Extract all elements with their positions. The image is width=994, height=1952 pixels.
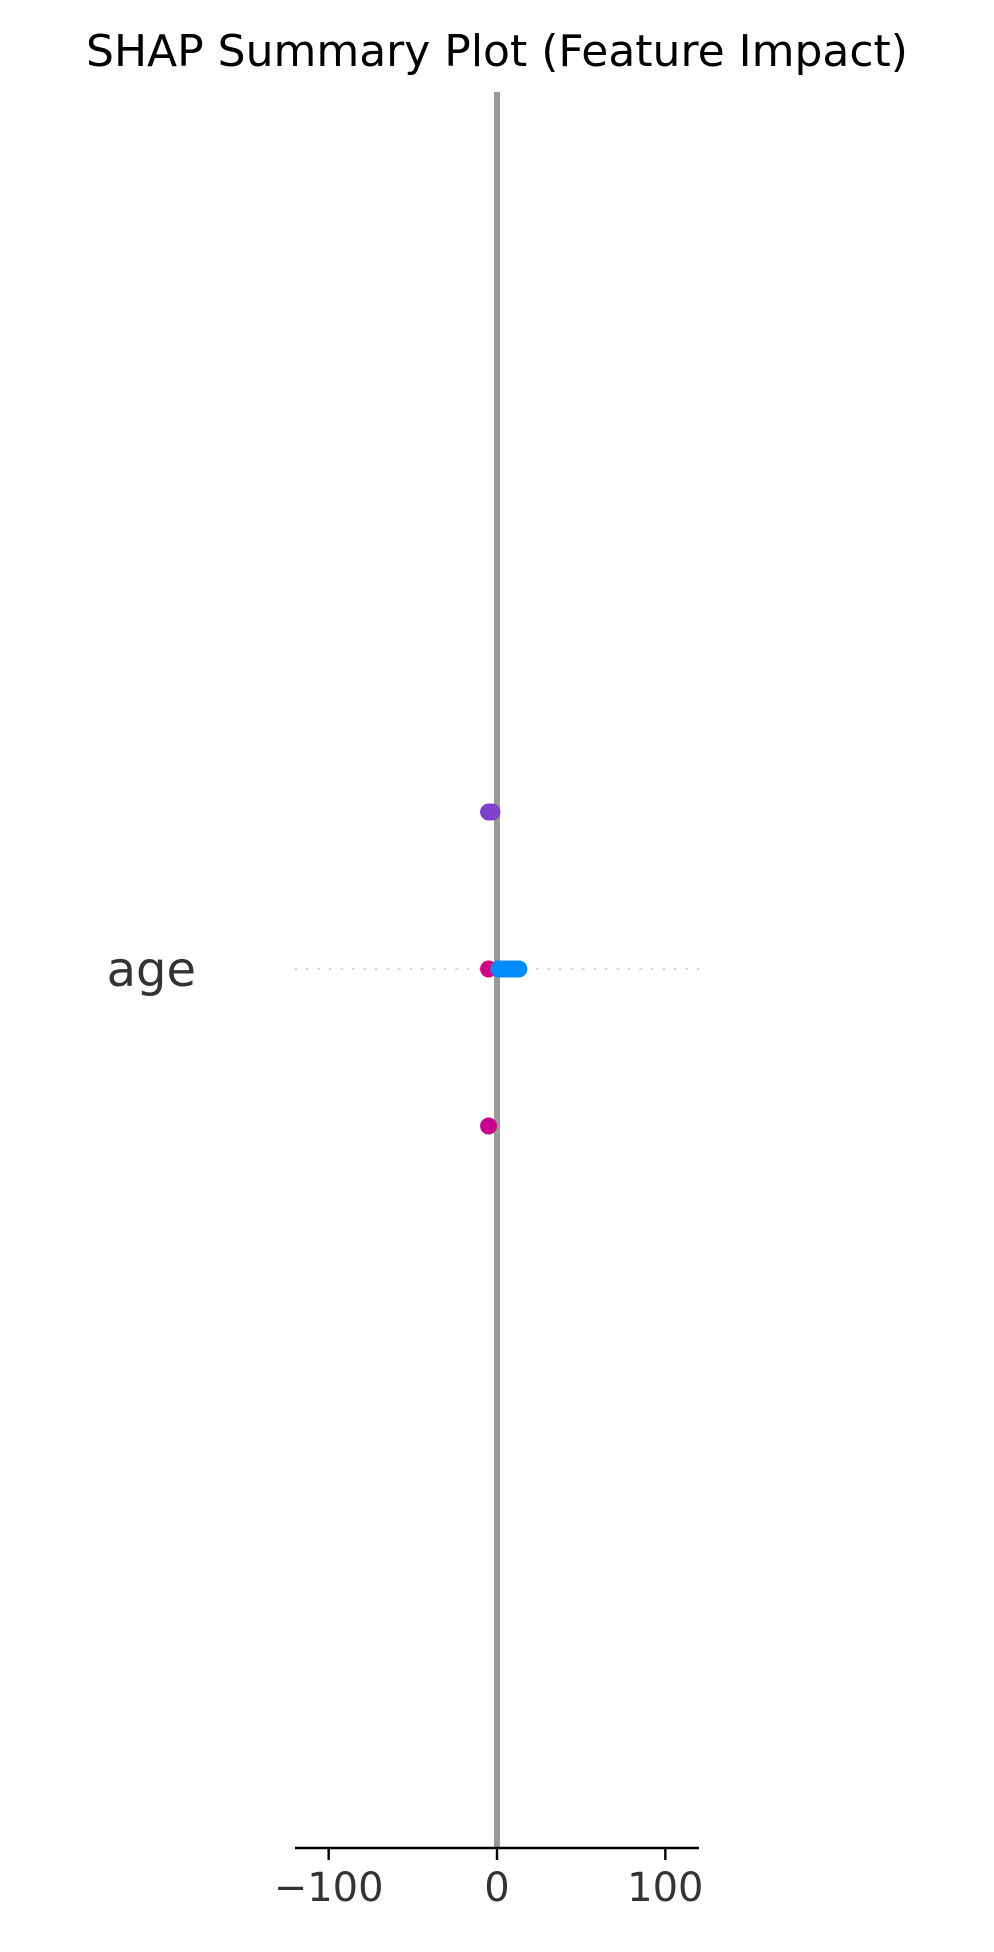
x-tick-label-1: −100 bbox=[274, 1865, 384, 1911]
shap-point-11 bbox=[480, 1117, 498, 1135]
shap-point-2 bbox=[483, 803, 501, 821]
shap-point-10 bbox=[510, 960, 528, 978]
x-tick-label-2: 0 bbox=[484, 1865, 509, 1911]
feature-labels: age bbox=[107, 942, 196, 998]
feature-label-age: age bbox=[107, 942, 196, 998]
x-tick-label-3: 100 bbox=[627, 1865, 703, 1911]
shap-points bbox=[480, 803, 528, 1135]
x-axis-ticks: −100 0 100 bbox=[274, 1848, 704, 1911]
chart-title: SHAP Summary Plot (Feature Impact) bbox=[86, 26, 908, 77]
